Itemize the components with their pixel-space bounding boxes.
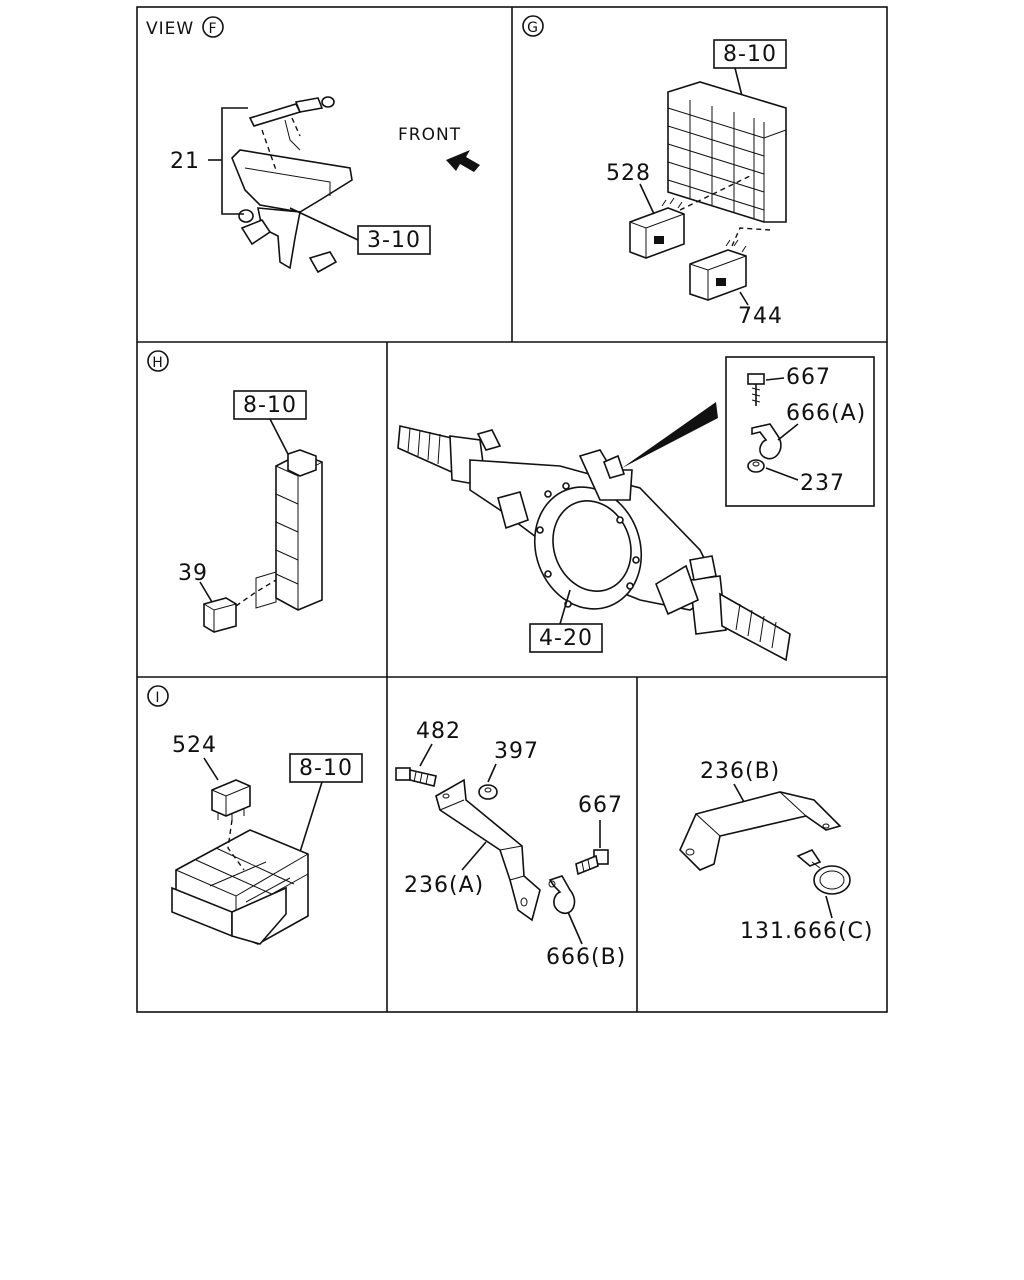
clip-666b-drawing xyxy=(548,875,576,915)
callout-524: 524 xyxy=(172,733,217,758)
callout-528: 528 xyxy=(606,161,651,186)
leader-dash-g xyxy=(679,175,771,247)
callout-397: 397 xyxy=(494,739,539,764)
view-letter-circle xyxy=(202,16,224,38)
bolt-667-drawing xyxy=(747,373,765,406)
ref-box-8-10-g: 8-10 xyxy=(713,39,787,105)
bolt-482-drawing xyxy=(395,767,437,787)
view-g-letter: G xyxy=(527,20,539,36)
front-label: FRONT xyxy=(398,125,461,145)
callout-667-b: 667 xyxy=(578,793,623,818)
svg-text:3-10: 3-10 xyxy=(367,228,421,253)
relay-528-drawing xyxy=(629,183,685,259)
nut-237-drawing xyxy=(747,459,765,473)
relay-744-drawing xyxy=(689,239,749,306)
nut-397-drawing xyxy=(478,784,498,800)
view-letter: F xyxy=(208,21,217,37)
front-arrow-icon xyxy=(446,150,480,172)
relay-box-drawing xyxy=(667,81,787,223)
relay-524-drawing xyxy=(211,779,251,822)
ref-box-8-10-h: 8-10 xyxy=(233,390,307,459)
ref-box-4-20: 4-20 xyxy=(529,589,603,653)
panel-axle: 4-20 667 666(A) 237 xyxy=(397,356,875,662)
callout-482: 482 xyxy=(416,719,461,744)
panel-bracket-b: 236(B) 131.666(C) xyxy=(679,759,874,944)
panel-view-f: VIEW F FRONT 21 3-10 xyxy=(146,16,480,274)
view-h-letter: H xyxy=(152,355,164,371)
panel-bracket-a: 482 397 236(A) 667 xyxy=(395,719,626,970)
bracket-236b-drawing xyxy=(679,791,842,871)
view-i-letter: I xyxy=(155,690,160,706)
relay-box-h-drawing xyxy=(275,449,323,611)
callout-236a: 236(A) xyxy=(404,873,484,898)
view-g-letter-circle xyxy=(522,15,544,37)
relay-block-i-drawing xyxy=(171,819,309,945)
clip-131-666c-drawing xyxy=(796,849,851,895)
panel-grid xyxy=(136,6,888,1013)
bolt-667-b-drawing xyxy=(575,849,609,876)
svg-text:8-10: 8-10 xyxy=(299,756,353,781)
view-i-letter-circle xyxy=(147,685,169,707)
callout-21: 21 xyxy=(170,149,200,174)
panel-view-h: H 8-10 39 xyxy=(147,350,323,633)
callout-666a: 666(A) xyxy=(786,401,866,426)
ref-box-8-10-i: 8-10 xyxy=(289,753,363,853)
svg-text:8-10: 8-10 xyxy=(723,42,777,67)
bracket-236a-drawing xyxy=(435,778,541,922)
callout-666b: 666(B) xyxy=(546,945,626,970)
relay-39-drawing xyxy=(199,571,277,633)
svg-text:4-20: 4-20 xyxy=(539,626,593,651)
callout-744: 744 xyxy=(738,304,783,329)
callout-236b: 236(B) xyxy=(700,759,780,784)
axle-housing-drawing xyxy=(397,402,791,662)
panel-view-i: I 524 8-10 xyxy=(147,685,363,945)
clip-666a-drawing xyxy=(751,423,782,460)
callout-237: 237 xyxy=(800,471,845,496)
view-h-letter-circle xyxy=(147,350,169,372)
svg-text:8-10: 8-10 xyxy=(243,393,297,418)
callout-131-666c: 131.666(C) xyxy=(740,919,874,944)
callout-39: 39 xyxy=(178,561,208,586)
view-title: VIEW xyxy=(146,19,194,39)
pedal-bracket-drawing xyxy=(208,96,353,274)
panel-view-g: G 8-10 528 744 xyxy=(522,15,787,329)
ref-box-3-10: 3-10 xyxy=(289,207,431,255)
axle-detail-inset: 667 666(A) 237 xyxy=(725,356,875,507)
callout-667: 667 xyxy=(786,365,831,390)
